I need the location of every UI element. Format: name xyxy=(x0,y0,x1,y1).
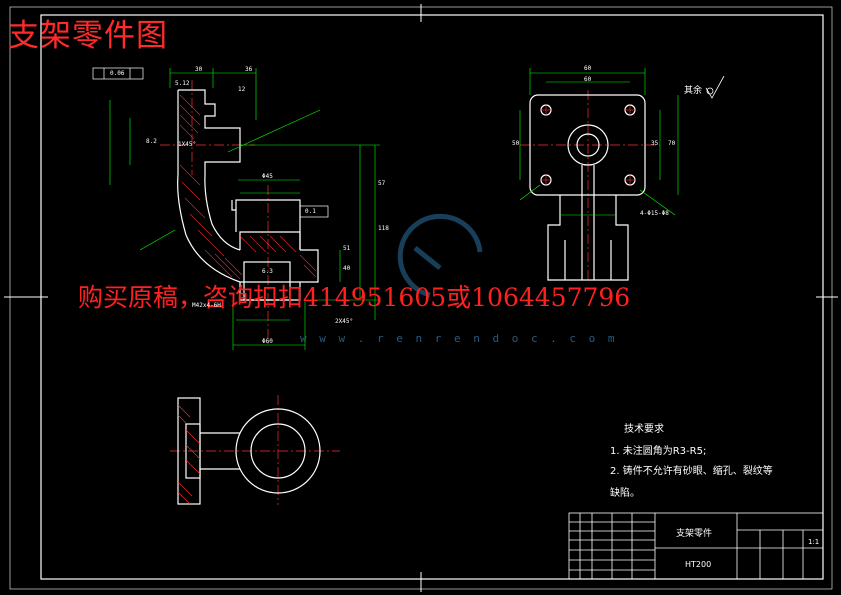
dim-57: 57 xyxy=(378,180,386,187)
dim-m42-thread: M42x4-6H xyxy=(192,302,221,309)
side-view xyxy=(519,68,725,281)
top-view xyxy=(170,395,340,505)
dim-30: 30 xyxy=(195,66,203,73)
dim-chamfer-2: 2X45° xyxy=(335,318,354,325)
title-block xyxy=(568,512,824,580)
scale-cell: 1:1 xyxy=(808,538,820,546)
tech-req-item-1: 1. 未注圆角为R3-R5; xyxy=(610,446,707,457)
dim-side-70: 70 xyxy=(668,140,676,147)
dim-holes: 4-Φ15-Φ8 xyxy=(640,210,669,217)
dim-8-2: 8.2 xyxy=(146,138,157,145)
dim-6-3: 6.3 xyxy=(262,268,273,275)
roughness-symbol xyxy=(705,75,725,99)
tech-req-item-2: 2. 铸件不允许有砂眼、缩孔、裂纹等 xyxy=(610,466,773,477)
dim-side-60-inner: 60 xyxy=(584,76,592,83)
drawing-frame xyxy=(4,4,838,592)
roughness-note: 其余 xyxy=(684,86,703,96)
dim-118: 118 xyxy=(378,225,389,232)
dim-36: 36 xyxy=(245,66,253,73)
tolerance-value-1: 0.06 xyxy=(110,70,125,77)
watermark-logo xyxy=(397,213,483,298)
dim-side-60-outer: 60 xyxy=(584,65,592,72)
dim-51: 51 xyxy=(343,245,351,252)
tech-req-heading: 技术要求 xyxy=(624,424,664,435)
dim-40: 40 xyxy=(343,265,351,272)
material-cell: HT200 xyxy=(685,560,712,569)
dim-12: 12 xyxy=(238,86,246,93)
watermark-url: w w w . r e n r e n d o c . c o m xyxy=(300,332,618,345)
tech-req-item-2-cont: 缺陷。 xyxy=(610,488,640,499)
front-view xyxy=(92,67,380,350)
watermark-ad-text: 购买原稿，咨询扣扣414951605或1064457796 xyxy=(78,283,631,312)
dim-side-50: 50 xyxy=(512,140,520,147)
dim-phi60: Φ60 xyxy=(262,338,273,345)
dim-5-12: 5.12 xyxy=(175,80,190,87)
dim-chamfer-1: 1X45° xyxy=(178,141,197,148)
dim-phi45: Φ45 xyxy=(262,173,273,180)
part-name-cell: 支架零件 xyxy=(676,529,713,539)
drawing-title-overlay: 支架零件图 xyxy=(8,18,168,54)
dim-side-35: 35 xyxy=(651,140,659,147)
tolerance-value-2: 0.1 xyxy=(305,208,316,215)
